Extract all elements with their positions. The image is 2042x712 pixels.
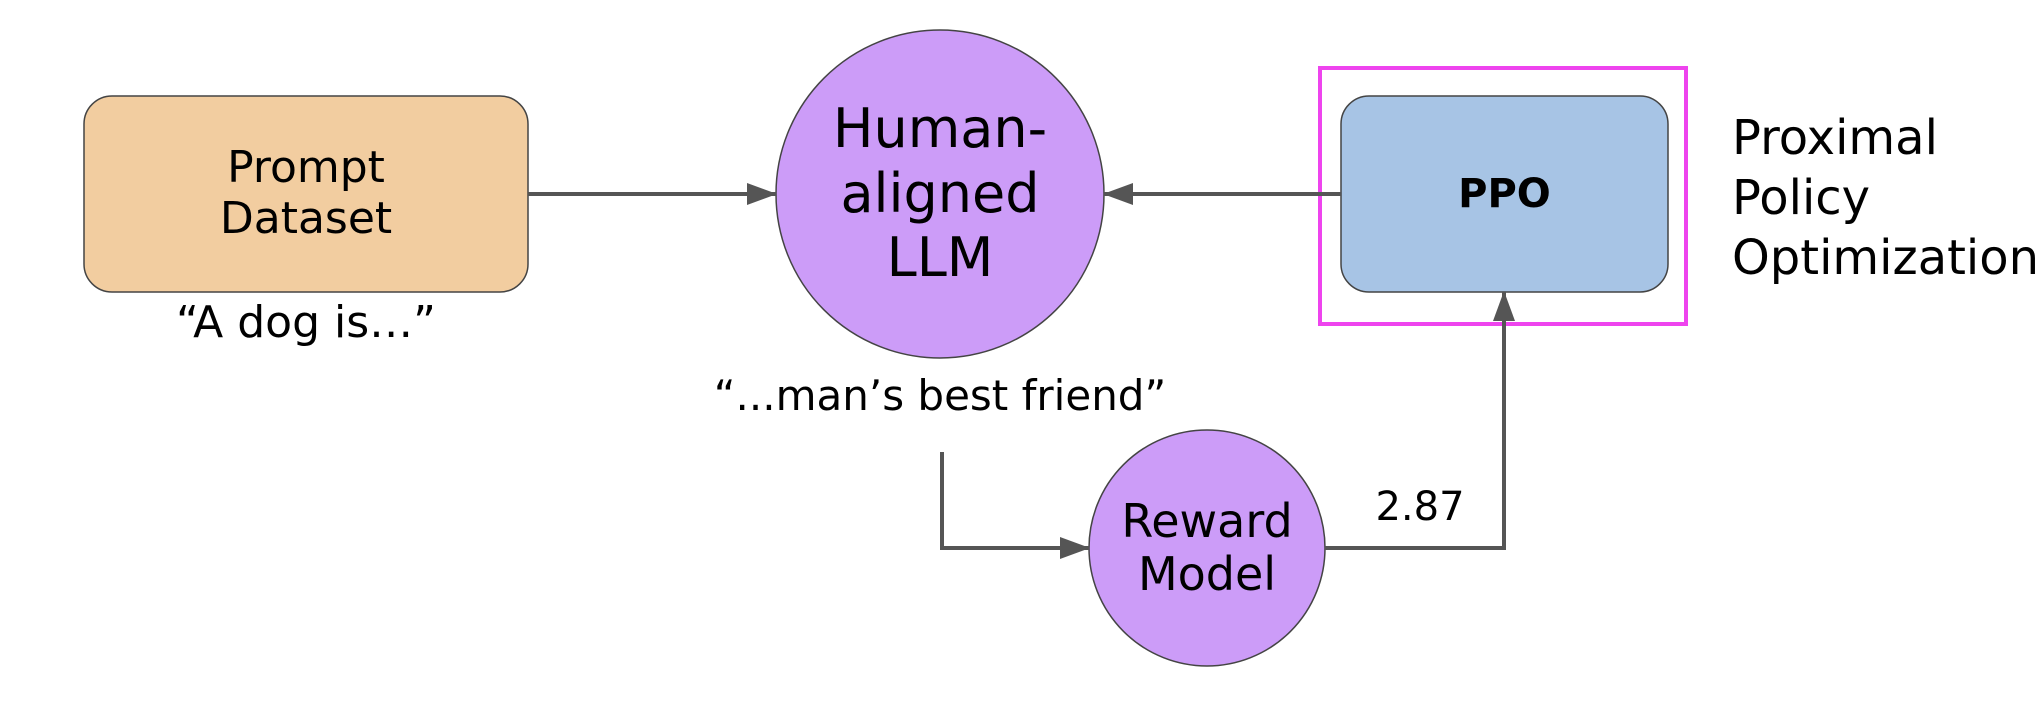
ppo-full-line3: Optimization (1732, 230, 2040, 286)
completion-example-text: “...man’s best friend” (713, 371, 1167, 420)
prompt-example-text: “A dog is…” (176, 297, 436, 348)
prompt-dataset-line2: Dataset (219, 193, 393, 244)
llm-line1: Human- (832, 96, 1048, 160)
reward-model-line2: Model (1137, 547, 1277, 601)
prompt-dataset-label: Prompt Dataset (84, 96, 528, 292)
reward-value-text: 2.87 (1375, 484, 1465, 530)
arrow-reward-to-ppo (1325, 291, 1515, 550)
llm-line2: aligned (840, 161, 1040, 225)
ppo-full-line2: Policy (1732, 170, 1871, 226)
ppo-label: PPO (1341, 96, 1668, 292)
prompt-dataset-line1: Prompt (227, 142, 385, 194)
ppo-full-line1: Proximal (1732, 110, 1938, 166)
arrow-llm-to-reward (940, 452, 1090, 559)
reward-model-label: Reward Model (1089, 430, 1325, 666)
llm-label: Human- aligned LLM (776, 30, 1104, 358)
reward-model-line1: Reward (1121, 494, 1293, 549)
ppo-text: PPO (1458, 171, 1551, 217)
ppo-full-name: Proximal Policy Optimization (1732, 108, 2039, 288)
llm-line3: LLM (886, 226, 994, 290)
